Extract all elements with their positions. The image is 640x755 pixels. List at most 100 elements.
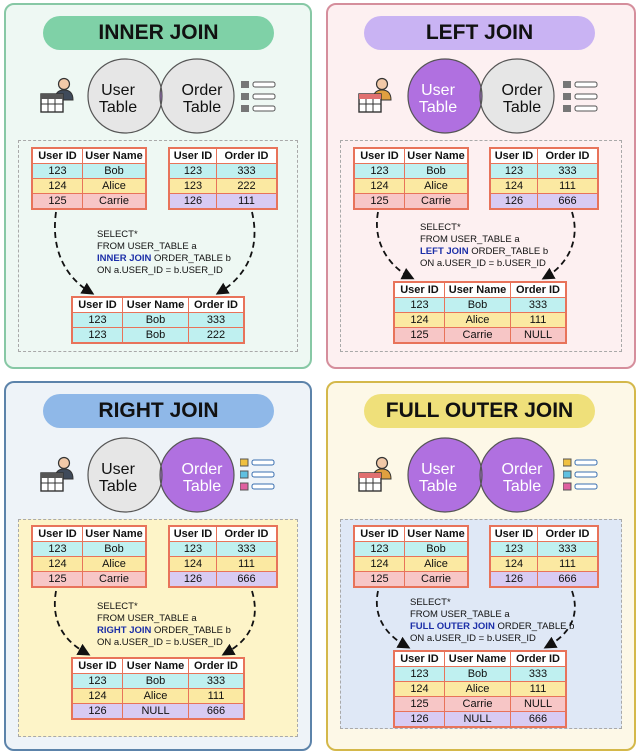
table-label: Table [183, 478, 221, 495]
person-with-table-icon [40, 76, 76, 121]
col-header: Order ID [537, 525, 599, 542]
sql-query: SELECT*FROM USER_TABLE a RIGHT JOIN ORDE… [97, 601, 231, 648]
sql-query: SELECT*FROM USER_TABLE a INNER JOIN ORDE… [97, 229, 231, 276]
col-header: Order ID [510, 281, 567, 298]
venn-diagram: User Table Order Table [87, 437, 235, 513]
table-label: Table [503, 99, 541, 116]
left-join-title: LEFT JOIN [364, 16, 595, 50]
col-header: User ID [71, 296, 123, 313]
col-header: User ID [393, 650, 445, 667]
sql-query: SELECT*FROM USER_TABLE a LEFT JOIN ORDER… [420, 222, 549, 269]
col-header: User ID [353, 525, 405, 542]
table-label: Table [419, 99, 457, 116]
user-label: User [101, 461, 135, 478]
col-header: Order ID [216, 525, 278, 542]
venn-diagram: User Table Order Table [87, 58, 235, 134]
list-icon [563, 81, 598, 112]
col-header: User ID [168, 147, 217, 164]
col-header: User ID [31, 147, 83, 164]
join-area [18, 140, 298, 352]
order-label: Order [502, 461, 544, 478]
sql-query: SELECT*FROM USER_TABLE a FULL OUTER JOIN… [410, 597, 575, 644]
person-with-table-icon [40, 455, 76, 500]
col-header: User ID [71, 657, 123, 674]
col-header: Order ID [216, 147, 278, 164]
right-join-title: RIGHT JOIN [43, 394, 274, 428]
person-with-table-icon [358, 455, 394, 500]
col-header: Order ID [537, 147, 599, 164]
col-header: User Name [122, 657, 189, 674]
col-header: User Name [404, 525, 469, 542]
full-outer-join-title: FULL OUTER JOIN [364, 394, 595, 428]
col-header: User Name [404, 147, 469, 164]
order-label: Order [182, 82, 224, 99]
table-label: Table [503, 478, 541, 495]
col-header: Order ID [188, 657, 245, 674]
col-header: User Name [444, 281, 511, 298]
table-label: Table [183, 99, 221, 116]
venn-diagram: User Table Order Table [407, 437, 555, 513]
order-label: Order [182, 461, 224, 478]
join-area [340, 140, 622, 352]
user-label: User [421, 82, 455, 99]
col-header: User ID [353, 147, 405, 164]
col-header: User Name [122, 296, 189, 313]
col-header: User Name [82, 147, 147, 164]
venn-diagram: User Table Order Table [407, 58, 555, 134]
col-header: User Name [82, 525, 147, 542]
col-header: Order ID [510, 650, 567, 667]
list-icon [563, 458, 598, 491]
col-header: User ID [393, 281, 445, 298]
col-header: User ID [489, 147, 538, 164]
user-label: User [421, 461, 455, 478]
list-icon [241, 81, 276, 112]
inner-join-title: INNER JOIN [43, 16, 274, 50]
col-header: User ID [31, 525, 83, 542]
list-icon [240, 458, 275, 491]
user-label: User [101, 82, 135, 99]
col-header: User ID [489, 525, 538, 542]
